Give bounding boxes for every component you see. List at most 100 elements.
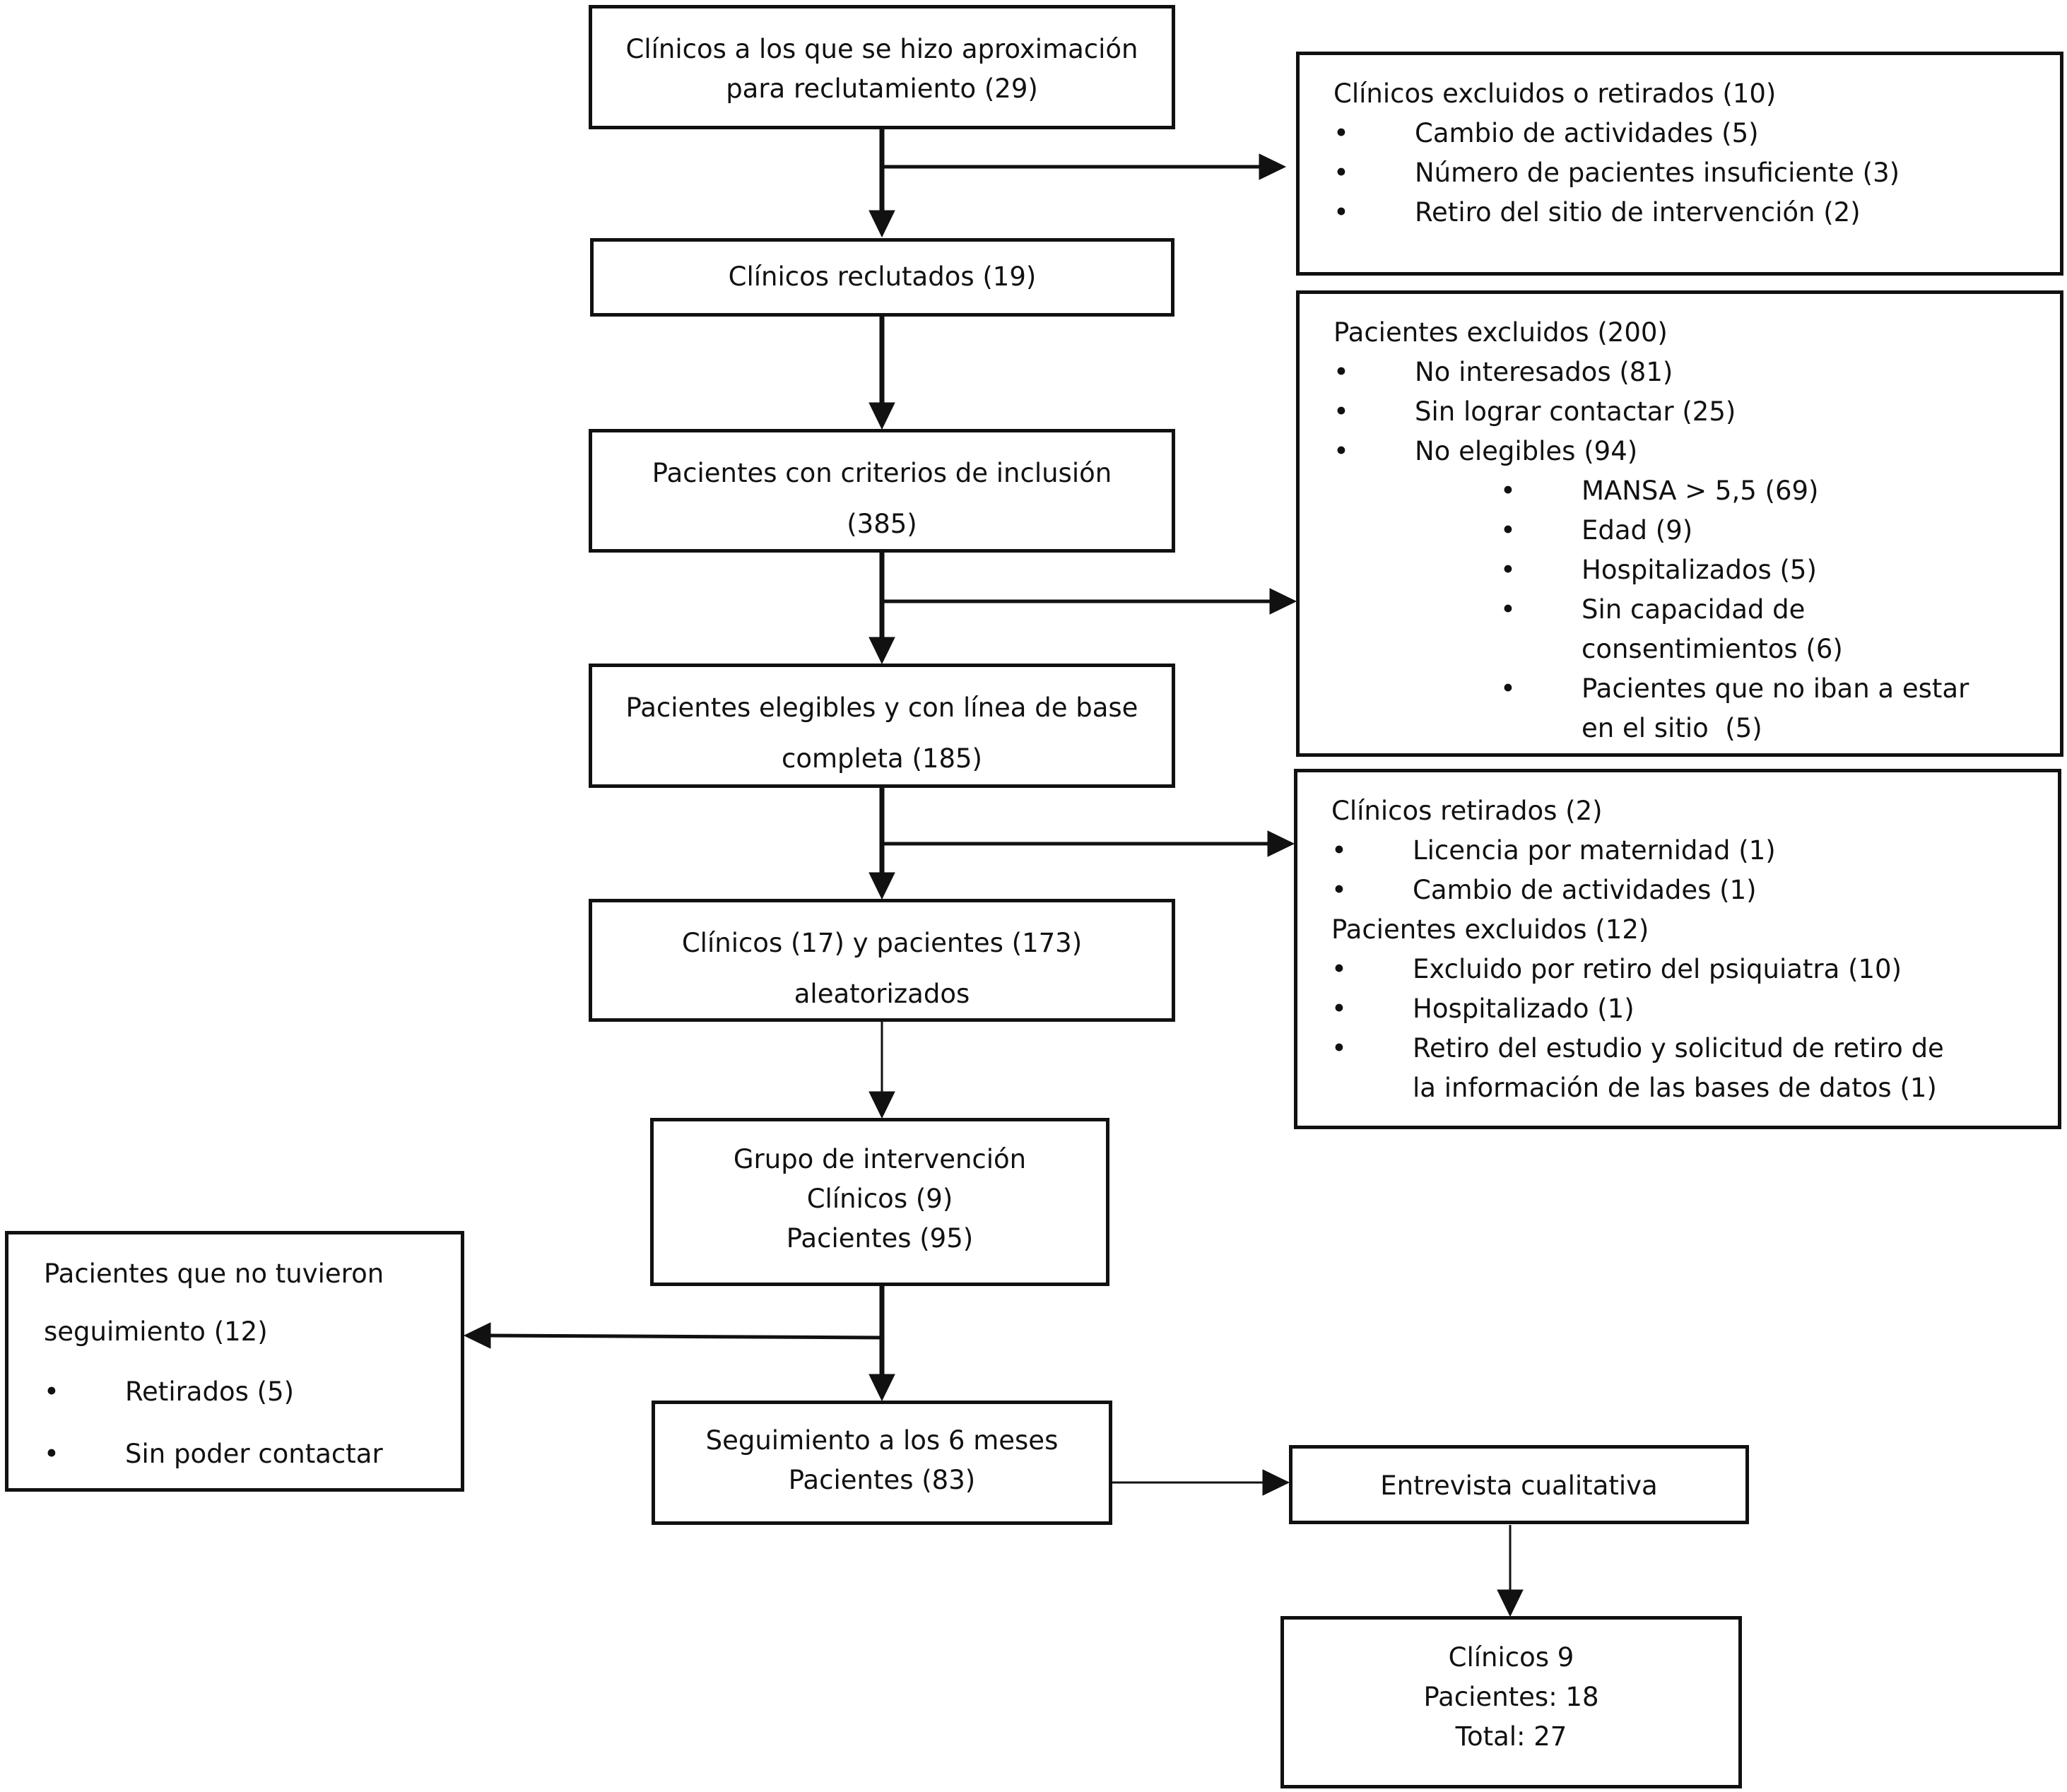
bullet-icon: • [1333, 197, 1349, 228]
box-followup-line-1: Seguimiento a los 6 meses [705, 1425, 1059, 1456]
box-patients-excluded: Pacientes excluidos (200) • No interesado… [1296, 290, 2063, 757]
no-followup-title: Pacientes que no tuvieron seguimiento (1… [44, 1258, 384, 1347]
box-inclusion-line-2: (385) [847, 509, 917, 539]
bullet-icon: • [1333, 357, 1349, 387]
list-item-label: Sin lograr contactar (25) [1415, 396, 1736, 427]
list-item: • No interesados (81) [1333, 353, 2060, 392]
list-item-label: Cambio de actividades (5) [1415, 118, 1759, 148]
sublist-item-label: MANSA > 5,5 (69) [1582, 476, 1819, 506]
bullet-icon: • [1331, 994, 1347, 1024]
sublist-item: • Hospitalizados (5) [1500, 550, 1988, 590]
bullet-icon: • [1500, 594, 1516, 625]
bullet-icon: • [44, 1377, 59, 1407]
list-item-label: Licencia por maternidad (1) [1413, 835, 1776, 866]
list-item-label: Hospitalizado (1) [1413, 994, 1635, 1024]
list-item-label: Número de pacientes insuficiente (3) [1415, 158, 1900, 188]
box-clinicians-excluded: Clínicos excluidos o retirados (10) • Cam… [1296, 52, 2063, 276]
withdrawn-clinicians-title: Clínicos retirados (2) [1331, 796, 1603, 826]
bullet-icon: • [1333, 436, 1349, 466]
bullet-icon: • [1500, 515, 1516, 546]
box-randomized: Clínicos (17) y pacientes (173) aleatori… [589, 899, 1175, 1022]
bullet-icon: • [1500, 476, 1516, 506]
bullet-icon: • [44, 1439, 59, 1469]
box-inclusion-line-1: Pacientes con criterios de inclusión [652, 458, 1112, 488]
list-item: • Cambio de actividades (5) [1333, 114, 2060, 153]
box-eligible-line-2: completa (185) [782, 743, 982, 774]
box-randomized-line-1: Clínicos (17) y pacientes (173) [681, 928, 1083, 958]
list-item-label: No elegibles (94) [1415, 436, 1638, 466]
box-totals-line-2: Pacientes: 18 [1423, 1682, 1599, 1712]
box-intervention-line-3: Pacientes (95) [786, 1223, 974, 1254]
box-totals: Clínicos 9 Pacientes: 18 Total: 27 [1280, 1616, 1742, 1788]
box-inclusion: Pacientes con criterios de inclusión (38… [589, 429, 1175, 553]
box-withdrawn: Clínicos retirados (2) • Licencia por mat… [1294, 769, 2061, 1129]
box-randomized-line-2: aleatorizados [794, 979, 970, 1009]
withdrawn-clinicians-list: • Licencia por maternidad (1) •Cambio de … [1331, 831, 2058, 910]
box-followup-line-2: Pacientes (83) [788, 1465, 976, 1495]
sublist-item: • Pacientes que no iban a estar en el sit… [1500, 669, 1988, 748]
bullet-icon: • [1500, 555, 1516, 585]
arrowhead [1497, 1589, 1524, 1617]
box-recruited-line-1: Clínicos reclutados (19) [728, 261, 1037, 292]
not-eligible-sublist: • MANSA > 5,5 (69) •Edad (9) • Hospitaliza… [1500, 471, 1988, 748]
list-item: •Cambio de actividades (1) [1331, 871, 2058, 910]
bullet-icon: • [1333, 158, 1349, 188]
bullet-icon: • [1331, 1033, 1347, 1063]
bullet-icon: • [1331, 954, 1347, 984]
clinicians-excluded-title: Clínicos excluidos o retirados (10) [1333, 78, 1777, 109]
list-item-label: Excluido por retiro del psiquiatra (10) [1413, 954, 1902, 984]
list-item: • Hospitalizado (1) [1331, 989, 1967, 1029]
bullet-icon: • [1500, 673, 1516, 704]
list-item: • Sin poder contactar [44, 1423, 461, 1485]
box-totals-line-1: Clínicos 9 [1448, 1642, 1574, 1673]
bullet-icon: • [1333, 118, 1349, 148]
sublist-item: •Edad (9) [1500, 511, 1988, 550]
box-interview-line-1: Entrevista cualitativa [1380, 1470, 1658, 1501]
box-intervention-line-1: Grupo de intervención [733, 1144, 1027, 1174]
arrowhead [868, 1374, 895, 1402]
sublist-item: • Sin capacidad de consentimientos (6) [1500, 590, 1988, 669]
box-interview: Entrevista cualitativa [1289, 1445, 1749, 1524]
bullet-icon: • [1331, 835, 1347, 866]
sublist-item-label: Hospitalizados (5) [1582, 555, 1817, 585]
box-followup: Seguimiento a los 6 meses Pacientes (83) [652, 1401, 1112, 1525]
list-item: • Sin lograr contactar (25) [1333, 392, 2060, 432]
list-item-label: Sin poder contactar [125, 1439, 383, 1469]
list-item-label: Retirados (5) [125, 1377, 295, 1407]
arrowhead [1269, 588, 1297, 615]
list-item-label: Retiro del estudio y solicitud de retiro… [1413, 1033, 1944, 1103]
list-item: • Excluido por retiro del psiquiatra (10) [1331, 950, 1967, 989]
box-no-followup: Pacientes que no tuvieron seguimiento (1… [5, 1231, 464, 1492]
arrowhead [868, 872, 895, 900]
arrowhead [1262, 1469, 1290, 1496]
box-eligible: Pacientes elegibles y con línea de base … [589, 664, 1175, 788]
list-item-label: Cambio de actividades (1) [1413, 875, 1757, 905]
box-totals-line-3: Total: 27 [1455, 1721, 1567, 1752]
list-item-label: Retiro del sitio de intervención (2) [1415, 197, 1861, 228]
list-item-label: No interesados (81) [1415, 357, 1673, 387]
arrowhead [868, 1091, 895, 1119]
arrowhead [463, 1322, 491, 1349]
arrowhead [1259, 153, 1287, 180]
clinicians-excluded-list: • Cambio de actividades (5) • Número de pa… [1333, 114, 2060, 232]
bullet-icon: • [1333, 396, 1349, 427]
patients-excluded-title: Pacientes excluidos (200) [1333, 317, 1668, 348]
patients-excluded-list: • No interesados (81) • Sin lograr contact… [1333, 353, 2060, 471]
list-item: • Retiro del estudio y solicitud de retir… [1331, 1029, 1967, 1108]
list-item: • Licencia por maternidad (1) [1331, 831, 2058, 871]
box-approached-line-1: Clínicos a los que se hizo aproximación [625, 34, 1138, 64]
arrowhead [868, 402, 895, 430]
sublist-item-label: Pacientes que no iban a estar en el siti… [1582, 673, 1978, 743]
list-item: • Retirados (5) [44, 1361, 461, 1423]
arrowhead [868, 637, 895, 665]
withdrawn-patients-list: • Excluido por retiro del psiquiatra (10)… [1331, 950, 1967, 1108]
list-item: • No elegibles (94) [1333, 432, 2060, 471]
withdrawn-patients-title: Pacientes excluidos (12) [1331, 914, 1649, 945]
sublist-item-label: Sin capacidad de consentimientos (6) [1582, 594, 1843, 664]
box-approached-line-2: para reclutamiento (29) [726, 73, 1038, 104]
list-item: • Número de pacientes insuficiente (3) [1333, 153, 2060, 193]
box-intervention: Grupo de intervención Clínicos (9) Pacie… [650, 1118, 1109, 1286]
no-followup-list: • Retirados (5) • Sin poder contactar [44, 1361, 461, 1485]
